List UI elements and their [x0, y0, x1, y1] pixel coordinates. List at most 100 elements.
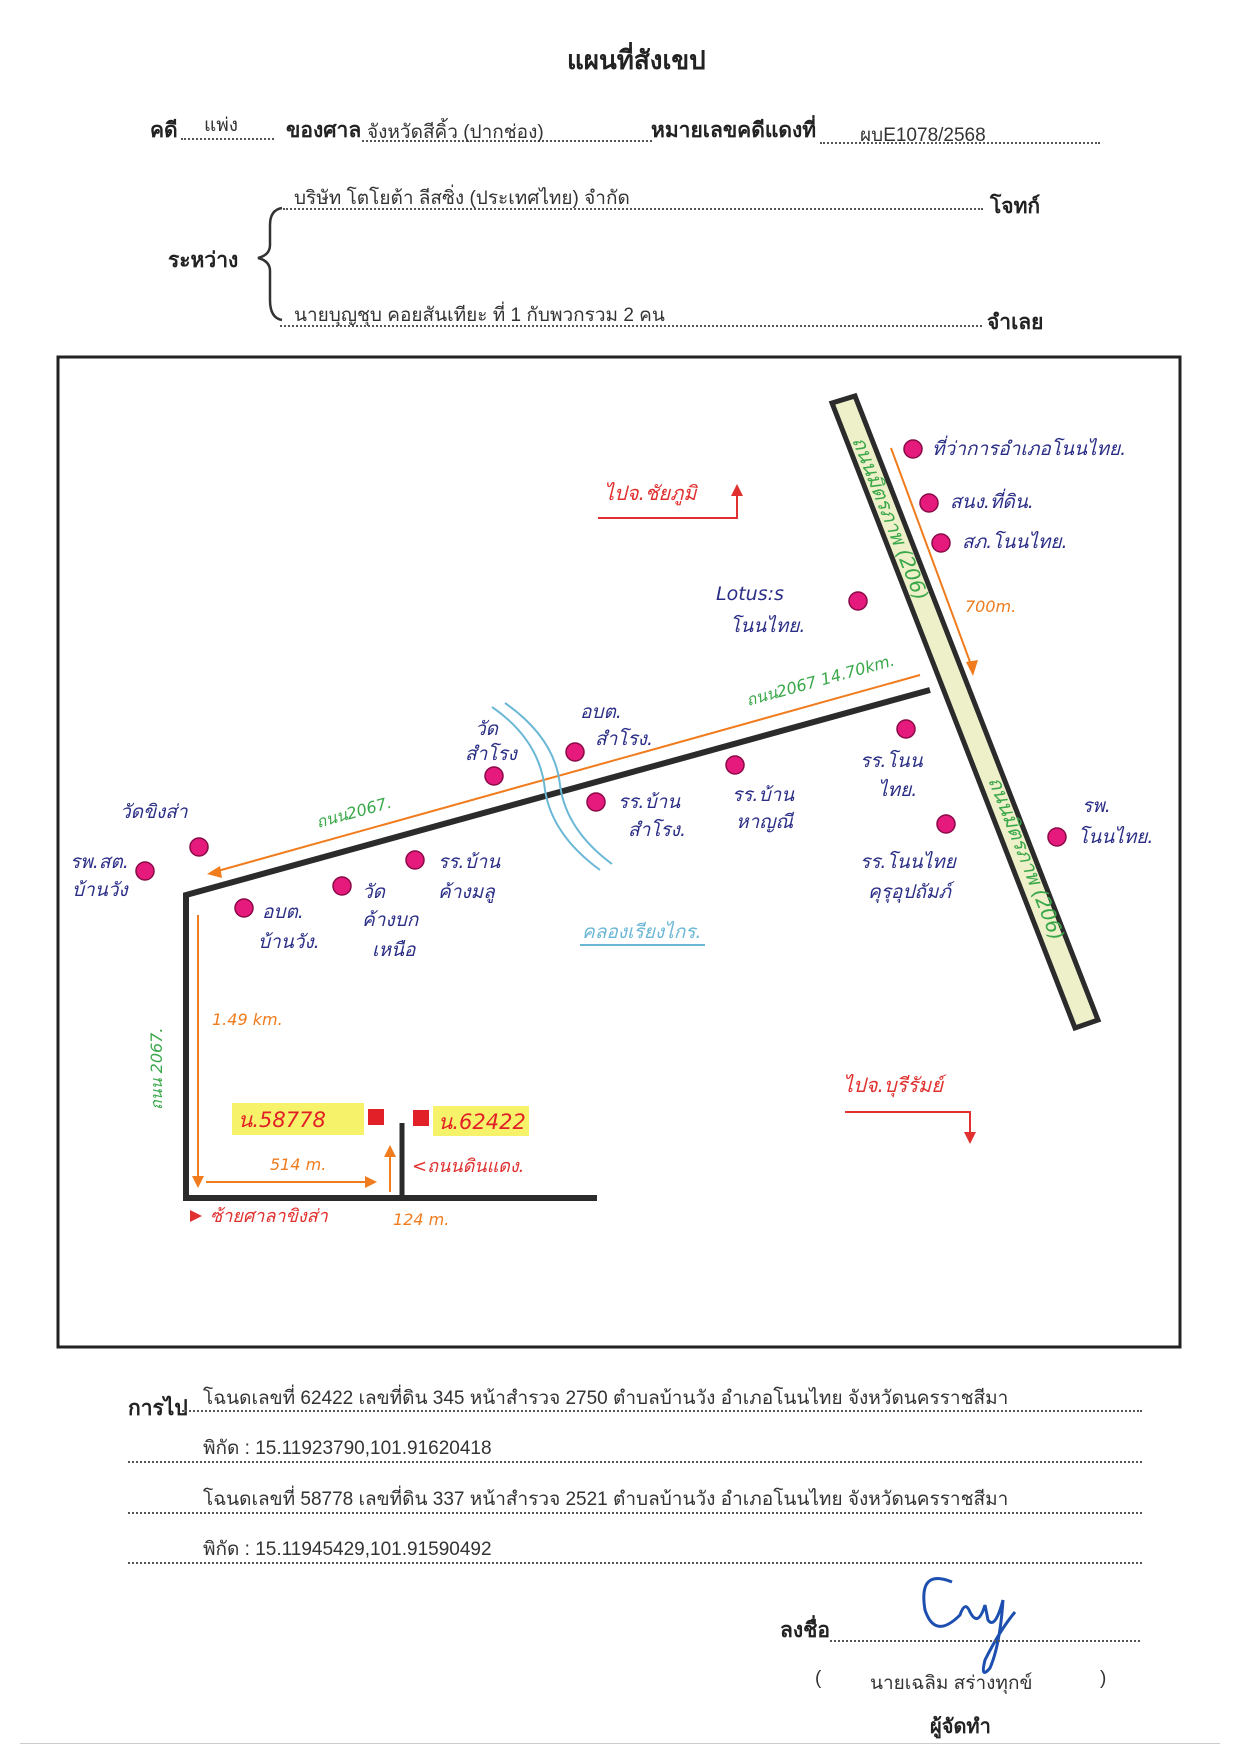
road-2067	[183, 687, 931, 1201]
label-district-office: ที่ว่าการอำเภอโนนไทย.	[932, 435, 1126, 460]
signer-name: นายเฉลิม สร่างทุกข์	[870, 1673, 1033, 1694]
label-wat-kangbok-1: วัด	[362, 881, 387, 903]
red-case-line	[820, 142, 1100, 144]
label-wat-kangbok-2: ค้างบก	[362, 909, 420, 931]
label-wat-samrong-1: วัด	[475, 718, 500, 740]
plaintiff-name: บริษัท โตโยต้า ลีสซิ่ง (ประเทศไทย) จำกัด	[294, 188, 630, 209]
map-frame	[56, 355, 1182, 1349]
parcel-a-square	[368, 1109, 384, 1125]
directions-label: การไป	[128, 1397, 188, 1420]
red-case-number: ผบE1078/2568	[860, 125, 986, 146]
label-school-samrong-2: สำโรง.	[628, 818, 686, 841]
label-health-1: รพ.สต.	[70, 851, 129, 873]
label-road-2067-dist: ถนน2067 14.70km.	[744, 651, 897, 710]
parcel-b-highlight	[433, 1106, 529, 1136]
label-road-2067-vertical: ถนน 2067.	[147, 1028, 166, 1110]
plaintiff-label: โจทก์	[990, 195, 1041, 218]
deed-1-line	[182, 1410, 1142, 1412]
poi-district-office	[903, 439, 923, 459]
label-lotus-2: โนนไทย.	[730, 614, 805, 637]
label-obt-banwang-1: อบต.	[262, 901, 304, 923]
label-hospital-2: โนนไทย.	[1078, 825, 1153, 848]
parcel-a-highlight	[232, 1103, 364, 1135]
coord-1-line	[128, 1461, 1142, 1463]
label-land-office: สนง.ที่ดิน.	[950, 488, 1034, 513]
label-school-nonthai-1: รร.โนน	[860, 749, 924, 772]
label-school-kangmalu-2: ค้างมลู	[438, 881, 496, 903]
defendant-label: จำเลย	[987, 311, 1044, 334]
poi-wat-khing-sa	[189, 837, 209, 857]
label-police-station: สภ.โนนไทย.	[962, 530, 1068, 553]
poi-health-center	[135, 861, 155, 881]
defendant-name: นายบุญชุบ คอยสันเทียะ ที่ 1 กับพวกรวม 2 …	[294, 305, 665, 326]
label-obt-samrong-1: อบต.	[580, 701, 622, 723]
label-canal: คลองเรียงไกร.	[582, 920, 701, 943]
arrow-149km-head	[192, 1176, 204, 1188]
case-type: แพ่ง	[204, 115, 239, 136]
arrow-700m	[890, 447, 974, 671]
poi-school-kangmalu	[405, 850, 425, 870]
label-highway-bottom: ถนนมิตรภาพ (206)	[983, 773, 1069, 944]
label-wat-khing-sa: วัดขิงส่า	[120, 801, 189, 823]
parcel-b-square	[413, 1110, 429, 1126]
court-name: จังหวัดสีคิ้ว (ปากช่อง)	[367, 122, 544, 143]
coord-2-line	[128, 1562, 1142, 1564]
case-label: คดี	[150, 119, 178, 142]
label-dist-700: 700m.	[965, 597, 1016, 616]
label-school-harn-1: รร.บ้าน	[732, 784, 795, 806]
label-lotus-1: Lotus:s	[716, 583, 784, 605]
arrow-road-2067	[213, 674, 921, 873]
sign-line	[830, 1640, 1140, 1642]
label-school-kangmalu-1: รร.บ้าน	[438, 851, 501, 873]
arrow-to-chaiyaphum-head	[731, 484, 743, 496]
deed-2-line	[128, 1512, 1142, 1514]
label-dist-514: 514 m.	[270, 1155, 326, 1174]
label-dirt-road: <ถนนดินแดง.	[412, 1156, 524, 1177]
label-hospital-1: รพ.	[1082, 795, 1111, 817]
plaintiff-line	[283, 208, 983, 210]
label-school-khuru-2: คุรุอุปถัมภ์	[868, 881, 955, 903]
poi-school-samrong	[586, 792, 606, 812]
label-obt-samrong-2: สำโรง.	[595, 727, 653, 750]
label-parcel-a: น.58778	[238, 1108, 326, 1132]
label-school-harn-2: หาญณี	[736, 811, 795, 833]
poi-school-khuru	[936, 814, 956, 834]
label-highway-top: ถนนมิตรภาพ (206)	[847, 433, 933, 604]
arrow-to-buriram	[845, 1111, 971, 1138]
signer-close-paren: )	[1100, 1668, 1107, 1689]
label-dist-149: 1.49 km.	[212, 1010, 283, 1029]
poi-police-station	[931, 533, 951, 553]
label-school-nonthai-2: ไทย.	[878, 778, 917, 801]
court-line	[362, 140, 652, 142]
court-label: ของศาล	[286, 119, 362, 142]
arrow-700m-head	[966, 660, 978, 676]
poi-wat-kangbok	[332, 876, 352, 896]
arrow-road-2067-head	[207, 866, 222, 878]
case-type-line	[181, 138, 274, 140]
arrow-124m-head	[384, 1145, 396, 1157]
label-school-samrong-1: รร.บ้าน	[618, 791, 681, 813]
label-wat-kangbok-3: เหนือ	[372, 939, 417, 961]
defendant-line	[280, 325, 982, 327]
signer-role: ผู้จัดทำ	[930, 1716, 991, 1738]
coord-1: พิกัด : 15.11923790,101.91620418	[203, 1438, 492, 1459]
highway-206	[828, 392, 1102, 1032]
between-label: ระหว่าง	[168, 249, 239, 272]
poi-school-harn	[725, 755, 745, 775]
label-wat-samrong-2: สำโรง	[465, 742, 519, 765]
poi-lotus	[848, 591, 868, 611]
canal-bank	[504, 702, 613, 865]
poi-school-nonthai	[896, 719, 916, 739]
deed-2: โฉนดเลขที่ 58778 เลขที่ดิน 337 หน้าสำรวจ…	[203, 1489, 1009, 1510]
label-to-chaiyaphum: ไปจ.ชัยภูมิ	[604, 481, 698, 506]
label-dist-124: 124 m.	[393, 1210, 449, 1229]
canal	[491, 706, 601, 871]
page-title: แผนที่สังเขป	[567, 45, 706, 75]
signer-open-paren: (	[815, 1668, 822, 1689]
poi-obt-samrong	[565, 742, 585, 762]
signature-scribble	[922, 1577, 1017, 1674]
red-case-label: หมายเลขคดีแดงที่	[651, 119, 817, 142]
sign-label: ลงชื่อ	[780, 1619, 830, 1642]
arrow-to-chaiyaphum	[598, 490, 738, 519]
label-school-khuru-1: รร.โนนไทย	[860, 850, 958, 873]
